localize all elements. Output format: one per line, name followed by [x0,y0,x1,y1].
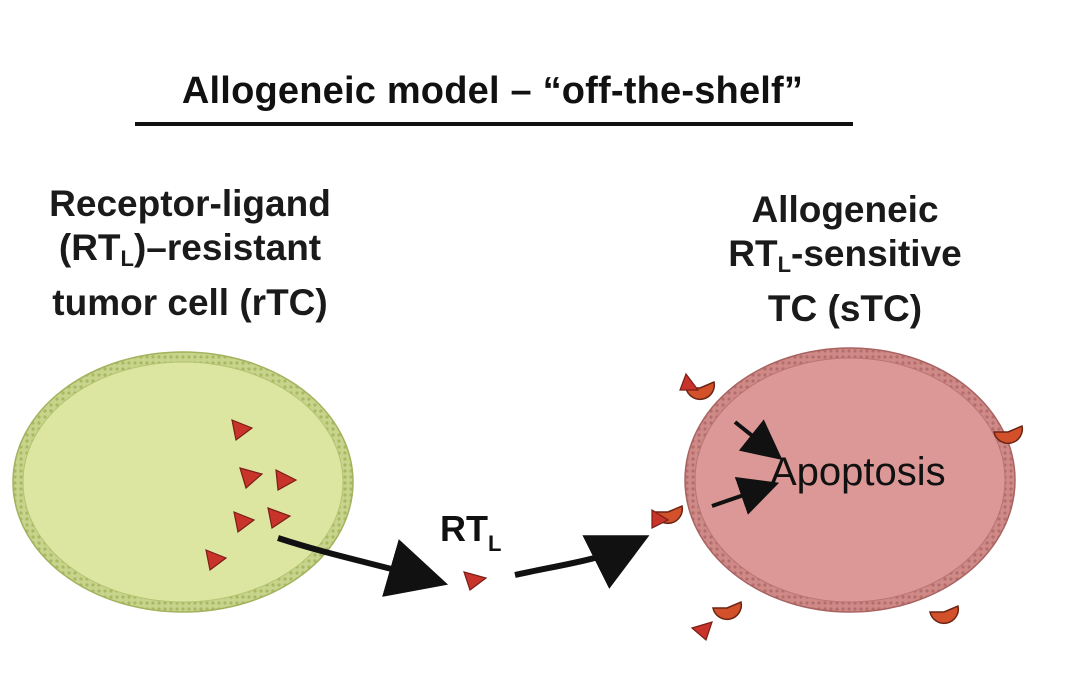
receptor [685,380,716,400]
resistant-label-sub: L [120,246,134,271]
sensitive-label-line-1: Allogeneic [751,189,939,230]
sensitive-label-rt: RT [728,233,778,274]
resistant-label-rt: (RT [58,227,121,268]
sensitive-tumor-cell [684,347,1016,613]
resistant-tumor-cell [12,351,354,613]
intracellular-ligands [205,419,298,572]
sensitive-label-sub: L [777,252,792,277]
bound-ligand [690,621,713,642]
sensitive-cell-label: Allogeneic RTL-sensitive TC (sTC) [670,188,1020,331]
sensitive-label-rest: -sensitive [791,233,962,274]
ligand-triangle [275,468,298,491]
ligand-label-sub: L [488,531,502,556]
title-underline [135,122,853,126]
resistant-label-rest: )–resistant [133,227,322,268]
secretion-arrow [277,535,449,597]
ligand-triangle [231,419,254,442]
diagram-title: Allogeneic model – “off-the-shelf” [181,70,804,112]
sensitive-label-line-3: TC (sTC) [767,288,923,329]
apoptosis-arrow-lower [711,476,780,515]
resistant-label-line-1: Receptor-ligand [49,183,331,224]
sensitive-label-line-2: RTL-sensitive [670,232,1020,287]
resistant-cell-label: Receptor-ligand (RTL)–resistant tumor ce… [0,182,380,325]
free-ligand-triangle [463,571,488,591]
resistant-label-line-3: tumor cell (rTC) [52,282,328,323]
ligand-label: RTL [440,508,501,557]
receptor [929,604,960,624]
apoptosis-arrow-upper [733,419,783,460]
receptor [712,600,743,620]
ligand-label-main: RT [440,508,488,549]
ligand-triangle [267,507,292,529]
ligand-triangle [205,549,228,572]
binding-arrow [514,535,650,589]
resistant-label-line-2: (RTL)–resistant [0,226,380,281]
ligand-triangle [239,467,264,490]
apoptosis-label: Apoptosis [770,450,946,494]
bound-ligands [651,372,713,642]
bound-ligand [651,508,670,529]
receptor [993,424,1024,444]
bound-ligand [679,372,700,391]
ligand-triangle [233,511,256,534]
